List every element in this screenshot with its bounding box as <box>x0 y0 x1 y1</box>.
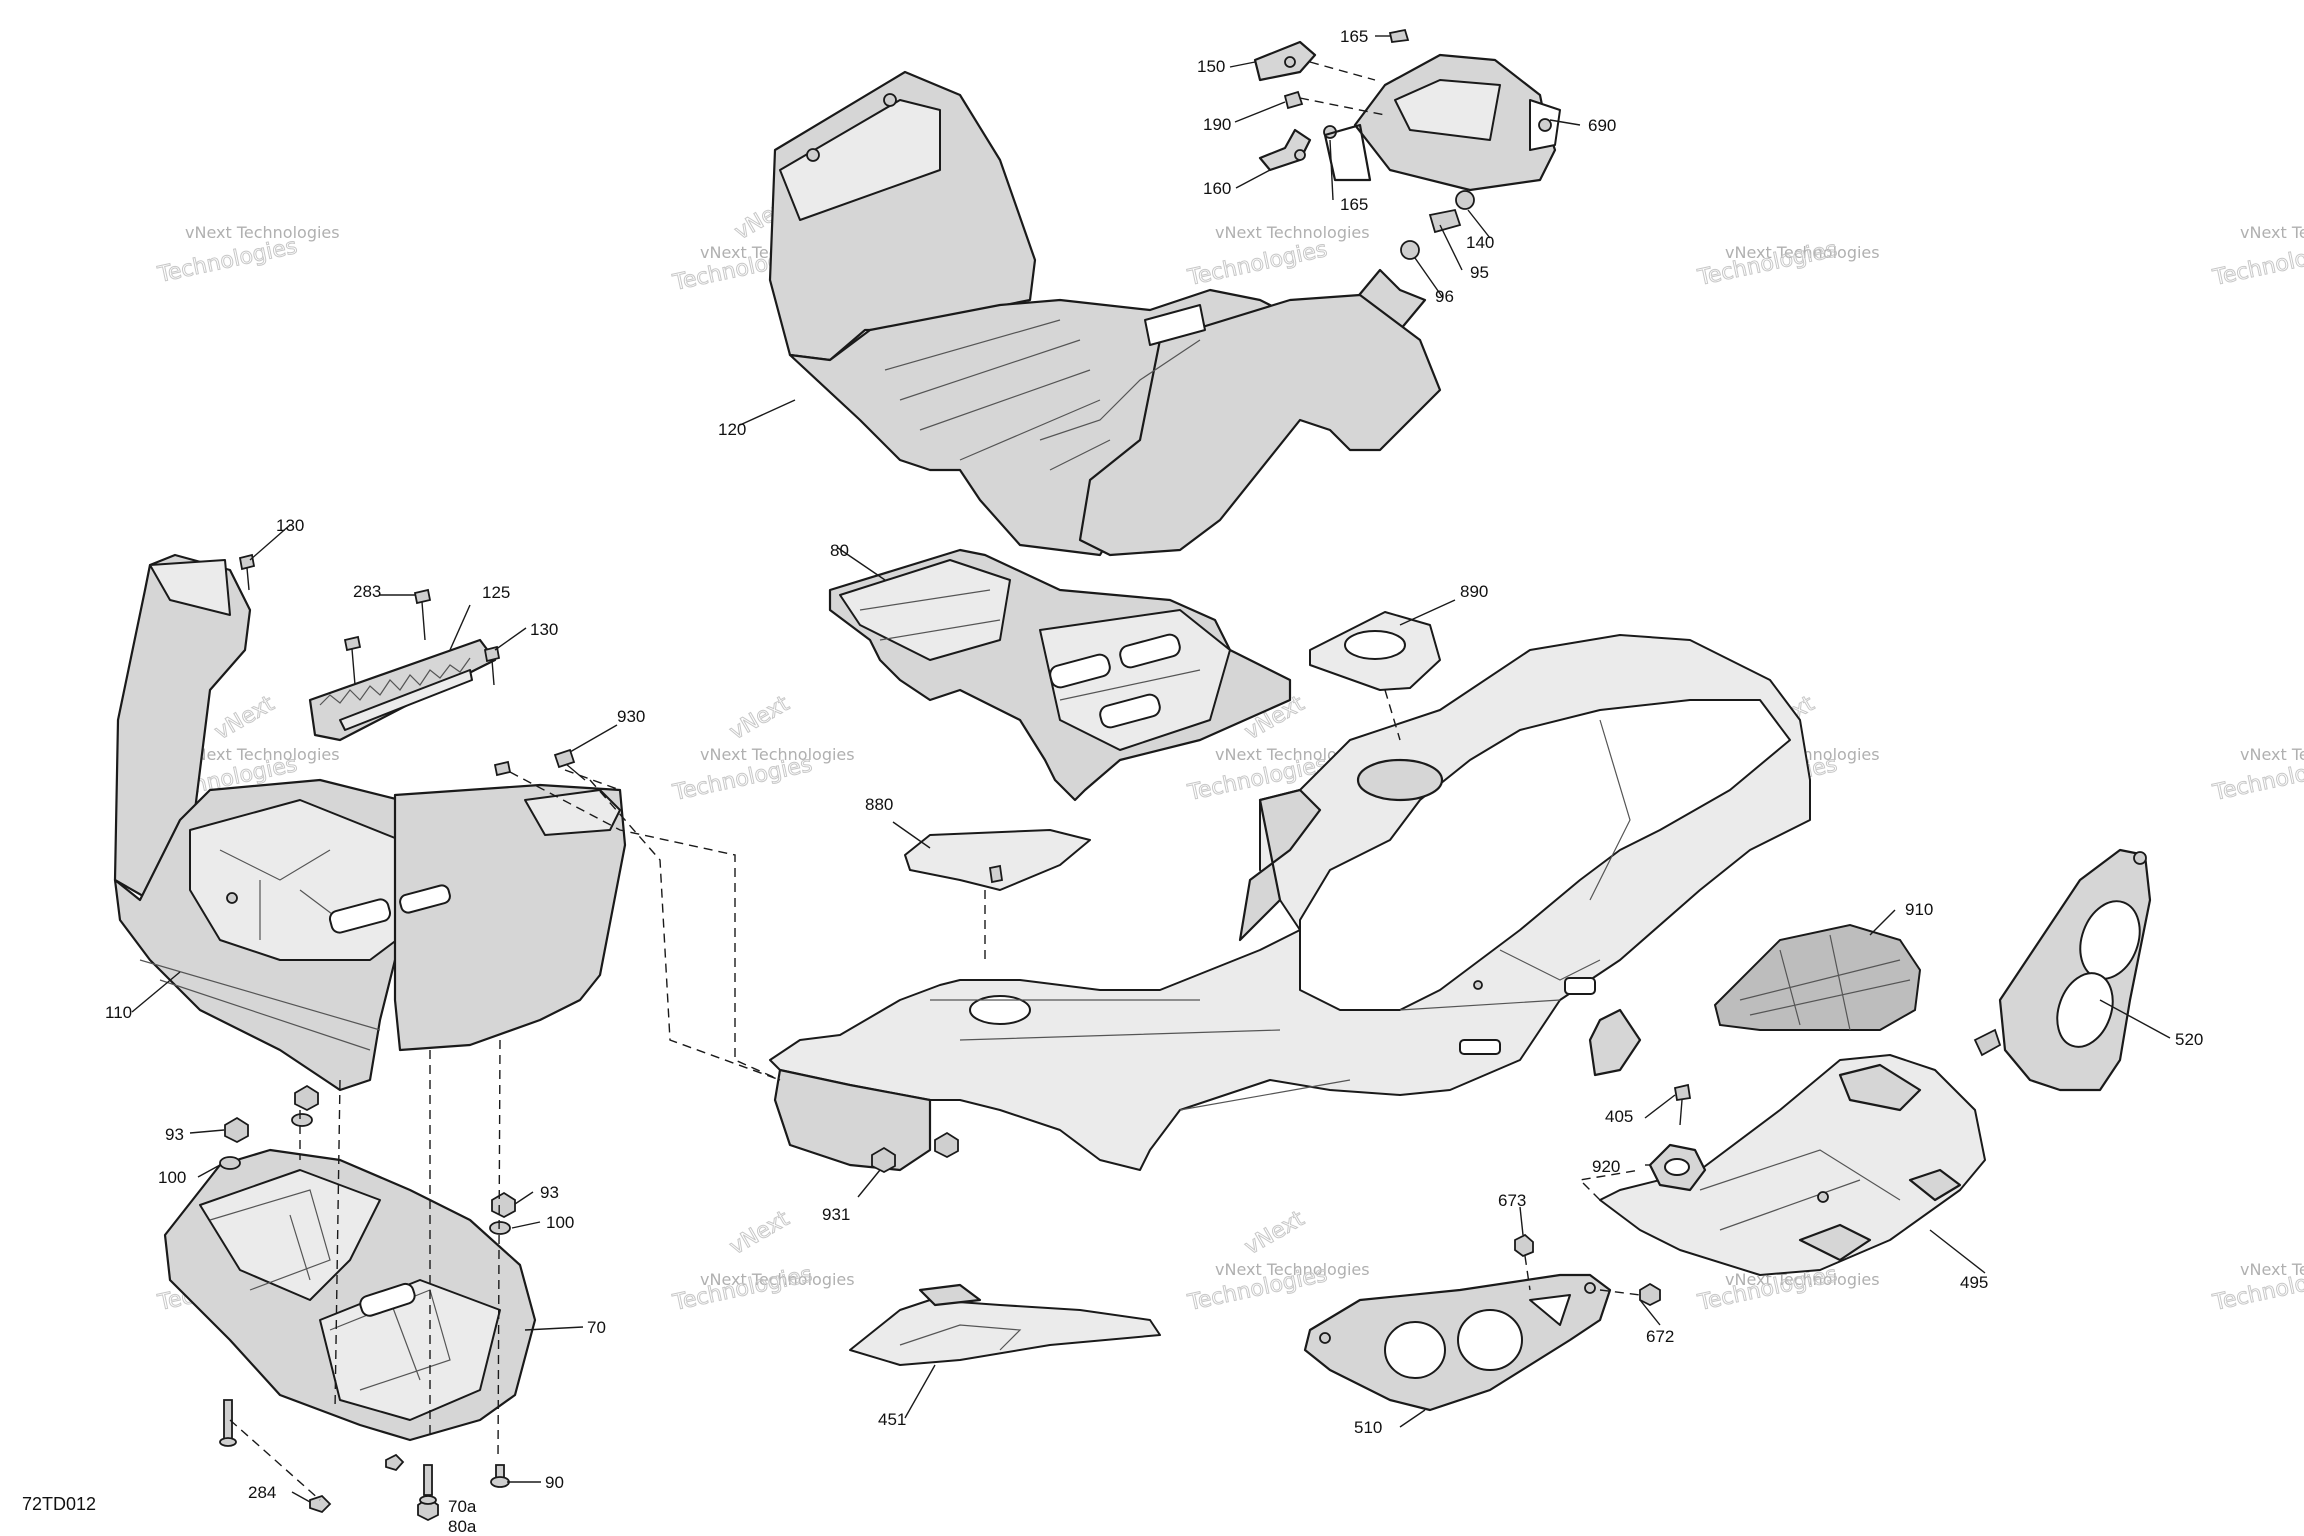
callout-150: 150 <box>1197 57 1225 76</box>
callout-283: 283 <box>353 582 381 601</box>
callout-130: 130 <box>276 516 304 535</box>
watermark: vNext Technologies Technologies <box>1185 223 1370 292</box>
svg-text:vNext: vNext <box>211 691 279 745</box>
callout-70a: 70a <box>448 1497 477 1516</box>
leader-lines <box>131 35 2171 1503</box>
callout-100: 100 <box>158 1168 186 1187</box>
watermark: vNext Technologies Technologies <box>2210 745 2304 807</box>
callout-labels: 165 150 190 160 165 690 140 95 96 120 80… <box>105 27 2203 1536</box>
svg-text:vNext Technologies: vNext Technologies <box>2240 223 2304 242</box>
svg-text:vNext Technologies: vNext Technologies <box>700 745 855 764</box>
callout-80: 80 <box>830 541 849 560</box>
callout-110: 110 <box>105 1003 132 1022</box>
callout-930: 930 <box>617 707 645 726</box>
part-125-footrest <box>308 638 497 742</box>
svg-text:Technologies: Technologies <box>1185 237 1329 291</box>
svg-text:vNext Technologies: vNext Technologies <box>1215 223 1370 242</box>
callout-70: 70 <box>587 1318 606 1337</box>
callout-931: 931 <box>822 1205 850 1224</box>
callout-120: 120 <box>718 420 746 439</box>
watermark: vNext Technologies Technologies vNext <box>670 691 855 807</box>
diagram-reference-code: 72TD012 <box>22 1494 96 1514</box>
part-main-body <box>769 634 1811 1172</box>
svg-text:vNext Technologies: vNext Technologies <box>1215 1260 1370 1279</box>
watermark: vNext Technologies Technologies <box>2210 1260 2304 1317</box>
callout-100: 100 <box>546 1213 574 1232</box>
callout-96: 96 <box>1435 287 1454 306</box>
part-690-bracket-assembly <box>1253 28 1561 260</box>
watermark: vNext Technologies Technologies vNext <box>1185 1206 1370 1317</box>
callout-880: 880 <box>865 795 893 814</box>
part-920-grommet <box>1648 1143 1707 1192</box>
svg-text:Technologies: Technologies <box>2210 237 2304 291</box>
callout-130: 130 <box>530 620 558 639</box>
svg-text:vNext Technologies: vNext Technologies <box>185 223 340 242</box>
callout-495: 495 <box>1960 1273 1988 1292</box>
callout-910: 910 <box>1905 900 1933 919</box>
svg-text:vNext Technologies: vNext Technologies <box>185 745 340 764</box>
part-495-cover-plate <box>1599 1054 1986 1276</box>
part-890-cover <box>1309 611 1441 691</box>
callout-690: 690 <box>1588 116 1616 135</box>
callout-190: 190 <box>1203 115 1231 134</box>
svg-text:vNext: vNext <box>1241 1206 1309 1260</box>
callout-520: 520 <box>2175 1030 2203 1049</box>
callout-890: 890 <box>1460 582 1488 601</box>
hardware-group <box>219 553 1661 1522</box>
callout-672: 672 <box>1646 1327 1674 1346</box>
svg-text:vNext: vNext <box>726 691 794 745</box>
callout-165: 165 <box>1340 195 1368 214</box>
callout-93: 93 <box>165 1125 184 1144</box>
part-405-screw <box>1673 1083 1692 1126</box>
watermark: vNext Technologies Technologies <box>1695 237 1880 292</box>
part-880-panel <box>904 829 1091 891</box>
callout-95: 95 <box>1470 263 1489 282</box>
callout-405: 405 <box>1605 1107 1633 1126</box>
callout-920: 920 <box>1592 1157 1620 1176</box>
svg-text:vNext Technologies: vNext Technologies <box>700 1270 855 1289</box>
part-910-mesh-pad <box>1713 923 1922 1031</box>
part-120-rear-fender <box>768 70 1442 557</box>
part-110-front-fender <box>113 553 627 1092</box>
callout-160: 160 <box>1203 179 1231 198</box>
callout-93: 93 <box>540 1183 559 1202</box>
callout-451: 451 <box>878 1410 906 1429</box>
part-70-footwell <box>163 1148 537 1442</box>
callout-80a: 80a <box>448 1517 477 1536</box>
callout-90: 90 <box>545 1473 564 1492</box>
svg-text:vNext: vNext <box>726 1206 794 1260</box>
part-510-grille <box>1303 1273 1612 1412</box>
svg-text:vNext Technologies: vNext Technologies <box>2240 1260 2304 1279</box>
callout-510: 510 <box>1354 1418 1382 1437</box>
callout-165: 165 <box>1340 27 1368 46</box>
svg-text:Technologies: Technologies <box>155 234 299 288</box>
watermark: vNext Technologies Technologies <box>155 223 340 289</box>
part-80-support <box>828 548 1292 802</box>
callout-140: 140 <box>1466 233 1494 252</box>
callout-125: 125 <box>482 583 510 602</box>
callout-673: 673 <box>1498 1191 1526 1210</box>
watermark: vNext Technologies Technologies <box>2210 223 2304 292</box>
part-520-side-panel <box>1973 848 2152 1092</box>
callout-284: 284 <box>248 1483 276 1502</box>
part-451-deflector <box>849 1283 1161 1366</box>
svg-text:vNext Technologies: vNext Technologies <box>2240 745 2304 764</box>
assembly-lines <box>229 689 1641 1501</box>
svg-text:vNext Technologies: vNext Technologies <box>1725 243 1880 262</box>
